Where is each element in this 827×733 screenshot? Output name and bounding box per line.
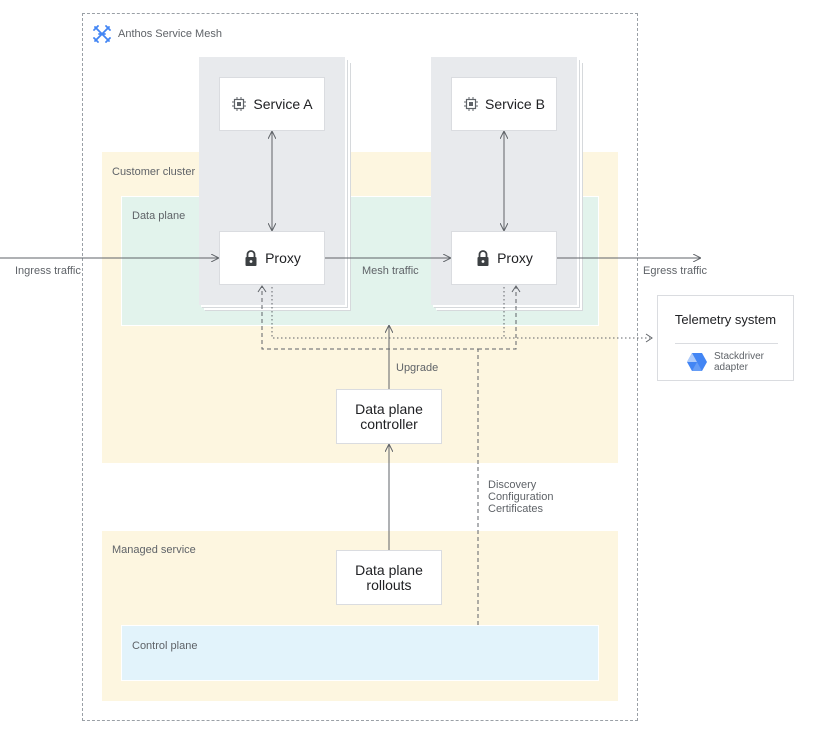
stackdriver-adapter: Stackdriver adapter bbox=[686, 351, 764, 373]
service-a-node: Service A bbox=[219, 77, 325, 131]
managed-service-label: Managed service bbox=[112, 544, 196, 556]
egress-traffic-label: Egress traffic bbox=[643, 265, 707, 277]
stackdriver-line1: Stackdriver bbox=[714, 351, 765, 362]
data-plane-rollouts-node: Data plane rollouts bbox=[336, 550, 442, 605]
lock-icon bbox=[475, 249, 491, 267]
anthos-service-mesh-icon bbox=[92, 24, 112, 44]
controller-line2: controller bbox=[360, 415, 418, 432]
proxy-b-label: Proxy bbox=[497, 250, 533, 266]
anthos-service-mesh-boundary bbox=[82, 13, 638, 721]
proxy-b-node: Proxy bbox=[451, 231, 557, 285]
discovery-label: Discovery bbox=[488, 479, 537, 491]
mesh-header: Anthos Service Mesh bbox=[92, 24, 222, 44]
rollouts-line1: Data plane bbox=[355, 561, 423, 578]
service-b-node: Service B bbox=[451, 77, 557, 131]
telemetry-divider bbox=[675, 343, 778, 344]
stackdriver-icon bbox=[686, 352, 708, 372]
upgrade-label: Upgrade bbox=[396, 362, 439, 374]
proxy-a-label: Proxy bbox=[265, 250, 301, 266]
customer-cluster-label: Customer cluster bbox=[112, 166, 196, 178]
control-plane-label: Control plane bbox=[132, 640, 198, 652]
certificates-label: Certificates bbox=[488, 503, 544, 515]
rollouts-line2: rollouts bbox=[366, 576, 412, 593]
chip-icon bbox=[463, 96, 479, 112]
lock-icon bbox=[243, 249, 259, 267]
mesh-title: Anthos Service Mesh bbox=[118, 28, 222, 40]
stackdriver-line2: adapter bbox=[714, 362, 748, 373]
service-a-label: Service A bbox=[253, 96, 313, 112]
telemetry-line bbox=[271, 287, 650, 339]
discovery-config-line-b bbox=[478, 287, 517, 350]
mesh-traffic-label: Mesh traffic bbox=[362, 265, 419, 277]
telemetry-title: Telemetry system bbox=[674, 312, 777, 327]
service-b-label: Service B bbox=[485, 96, 545, 112]
controller-line1: Data plane bbox=[355, 400, 423, 417]
proxy-a-node: Proxy bbox=[219, 231, 325, 285]
discovery-config-labels: Discovery Configuration Certificates bbox=[488, 479, 553, 515]
telemetry-system-box bbox=[657, 295, 794, 381]
chip-icon bbox=[231, 96, 247, 112]
data-plane-controller-node: Data plane controller bbox=[336, 389, 442, 444]
ingress-traffic-label: Ingress traffic bbox=[15, 265, 81, 277]
control-plane-zone bbox=[121, 625, 599, 681]
configuration-label: Configuration bbox=[488, 491, 554, 503]
data-plane-label: Data plane bbox=[132, 210, 186, 222]
